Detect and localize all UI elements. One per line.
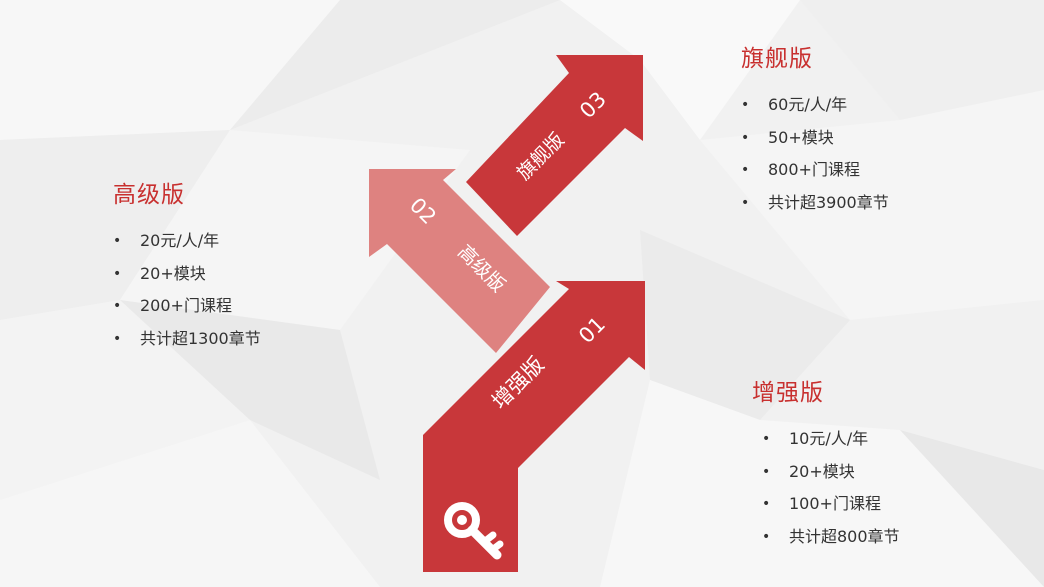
arrow-step-02: 高级版 02 (369, 169, 550, 353)
plan-02-feature: 20元/人/年 (113, 225, 261, 258)
plan-block-02: 高级版 20元/人/年 20+模块 200+门课程 共计超1300章节 (113, 175, 261, 355)
plan-02-title: 高级版 (113, 182, 185, 208)
plan-02-feature: 20+模块 (113, 258, 261, 291)
plan-03-title: 旗舰版 (741, 46, 813, 72)
plan-01-features: 10元/人/年 20+模块 100+门课程 共计超800章节 (762, 423, 900, 553)
arrow-step-03: 旗舰版 03 (466, 55, 643, 236)
plan-02-feature: 200+门课程 (113, 290, 261, 323)
plan-02-features: 20元/人/年 20+模块 200+门课程 共计超1300章节 (113, 225, 261, 355)
plan-01-feature: 20+模块 (762, 456, 900, 489)
arrow-step-01: 增强版 01 (423, 281, 645, 572)
plan-03-features: 60元/人/年 50+模块 800+门课程 共计超3900章节 (741, 89, 889, 219)
key-icon (444, 502, 504, 560)
plan-block-01: 增强版 10元/人/年 20+模块 100+门课程 共计超800章节 (752, 373, 900, 553)
plan-01-title: 增强版 (752, 380, 824, 406)
plan-03-feature: 共计超3900章节 (741, 187, 889, 220)
plan-block-03: 旗舰版 60元/人/年 50+模块 800+门课程 共计超3900章节 (741, 39, 889, 219)
plan-03-feature: 60元/人/年 (741, 89, 889, 122)
plan-02-feature: 共计超1300章节 (113, 323, 261, 356)
plan-01-feature: 10元/人/年 (762, 423, 900, 456)
plan-03-feature: 50+模块 (741, 122, 889, 155)
plan-01-feature: 100+门课程 (762, 488, 900, 521)
plan-03-feature: 800+门课程 (741, 154, 889, 187)
plan-01-feature: 共计超800章节 (762, 521, 900, 554)
